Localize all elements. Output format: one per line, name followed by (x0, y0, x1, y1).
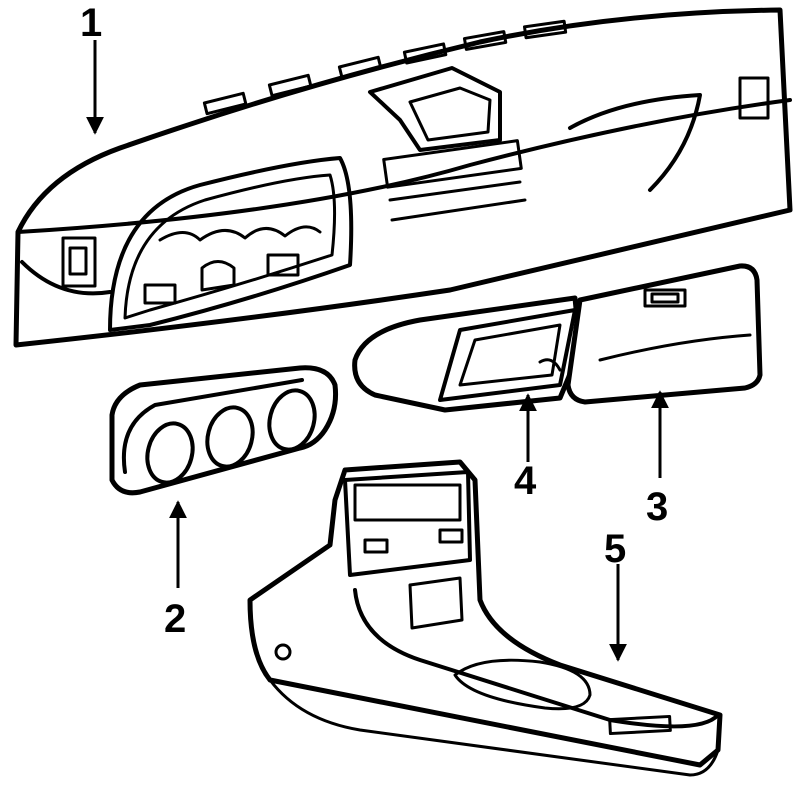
center-console (247, 459, 723, 777)
callout-2: 2 (164, 597, 186, 641)
callout-1: 1 (80, 1, 102, 45)
callout-3: 3 (646, 485, 668, 529)
gauge-bezel (109, 365, 338, 496)
callout-4: 4 (514, 459, 537, 503)
instrument-panel (13, 7, 793, 348)
callout-5: 5 (604, 527, 626, 571)
center-bezel (352, 295, 583, 413)
glove-box-door (565, 263, 763, 405)
